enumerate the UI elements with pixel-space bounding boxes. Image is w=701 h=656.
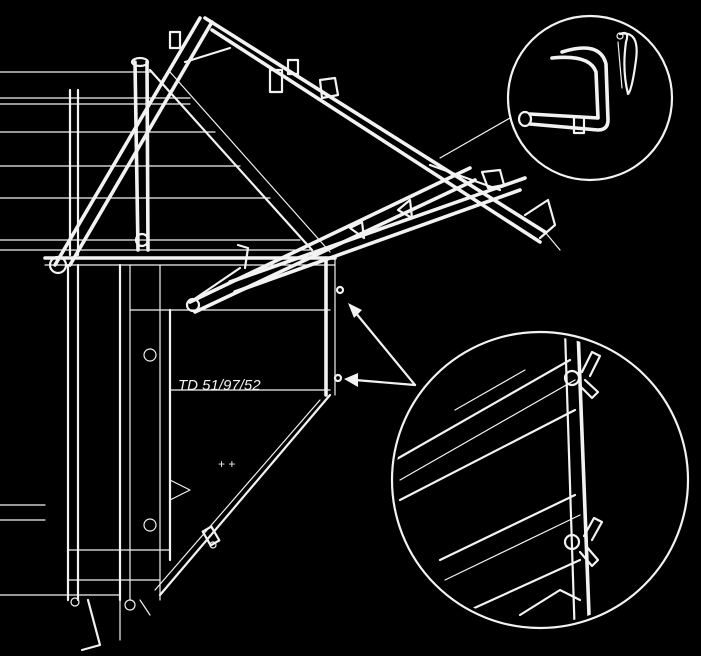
lower-pin — [201, 525, 221, 549]
background-frame — [0, 68, 331, 596]
pin-detail-callout — [506, 14, 674, 182]
support-strut — [48, 16, 214, 275]
folding-extension-arm — [168, 16, 561, 314]
latch-arrows — [344, 303, 417, 387]
panel-latch — [333, 285, 345, 383]
hopper-side-panel: + + — [43, 256, 337, 652]
pin-leader-line — [439, 117, 511, 159]
svg-text:+ +: + + — [218, 457, 235, 471]
latch-detail-callout — [390, 330, 690, 630]
hinge-pin — [517, 46, 610, 135]
diagram-label: TD 51/97/52 — [178, 377, 261, 394]
linch-pin — [616, 31, 638, 96]
